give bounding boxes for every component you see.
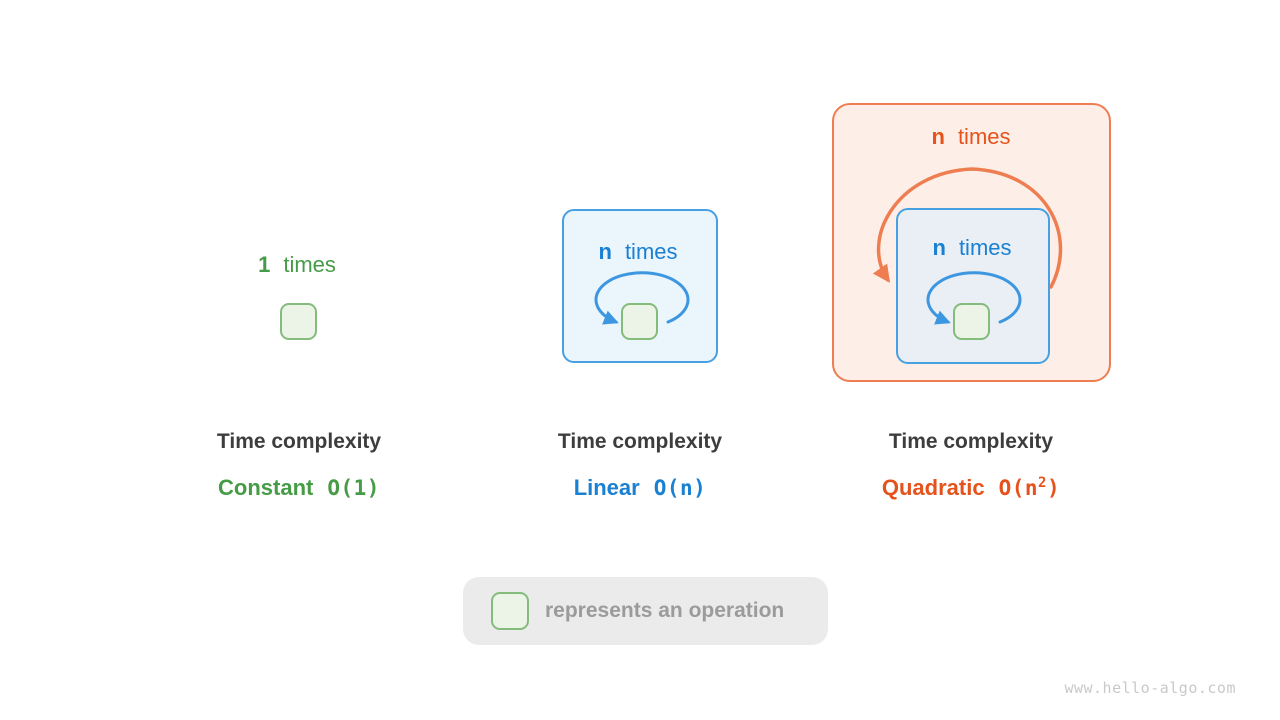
constant-loop-label: 1 times xyxy=(197,252,397,278)
loop-word: times xyxy=(624,239,678,264)
big-o-notation: O(n2) xyxy=(999,476,1061,500)
complexity-name: Constant xyxy=(218,475,314,500)
loop-word: times xyxy=(958,235,1012,260)
site-watermark: www.hello-algo.com xyxy=(1064,679,1236,697)
quadratic-inner-loop-box xyxy=(896,208,1050,364)
legend: represents an operation xyxy=(463,577,828,645)
legend-label: represents an operation xyxy=(545,599,785,622)
formula-pre: O(1) xyxy=(327,476,380,500)
caption-quadratic: Time complexity xyxy=(888,430,1054,453)
loop-word: times xyxy=(957,124,1011,149)
caption-constant: Time complexity xyxy=(216,430,382,453)
big-o-notation: O(n) xyxy=(654,476,707,500)
operation-square-linear xyxy=(621,303,658,340)
formula-quadratic: Quadratic O(n2) xyxy=(821,475,1121,501)
formula-pre: O(n xyxy=(998,476,1039,500)
formula-linear: Linear O(n) xyxy=(490,475,790,501)
loop-count: n xyxy=(598,239,612,264)
formula-post: ) xyxy=(1046,476,1061,500)
loop-count: n xyxy=(931,124,945,149)
big-o-notation: O(1) xyxy=(327,476,380,500)
loop-word: times xyxy=(283,252,336,277)
caption-linear: Time complexity xyxy=(557,430,723,453)
operation-square-constant xyxy=(280,303,317,340)
operation-square-quadratic xyxy=(953,303,990,340)
complexity-name: Quadratic xyxy=(881,475,985,500)
formula-constant: Constant O(1) xyxy=(149,475,449,501)
loop-count: n xyxy=(932,235,946,260)
loop-count: 1 xyxy=(258,252,271,277)
formula-pre: O(n) xyxy=(653,476,707,500)
formula-sup: 2 xyxy=(1038,475,1047,491)
complexity-name: Linear xyxy=(573,475,640,500)
operation-square-icon xyxy=(491,592,529,630)
